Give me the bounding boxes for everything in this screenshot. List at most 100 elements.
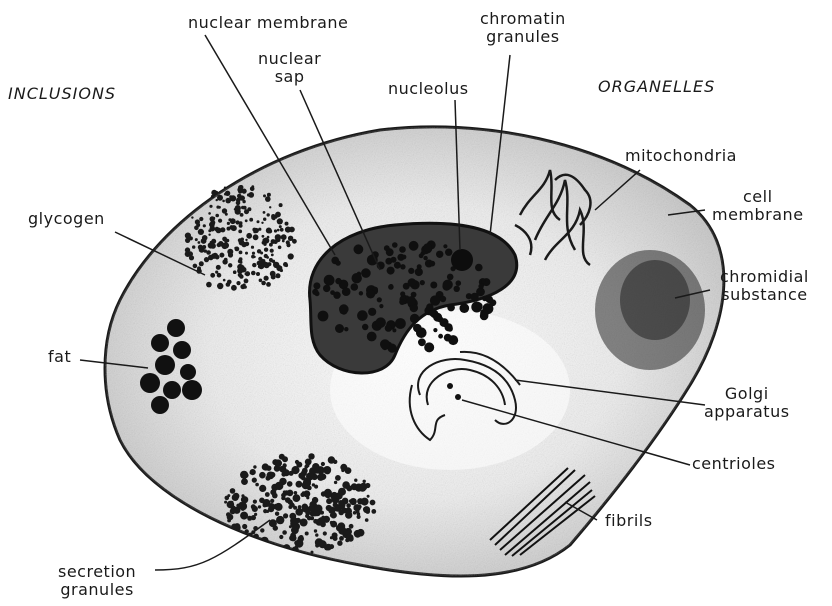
glycogen-granule bbox=[273, 239, 278, 244]
glycogen-granule bbox=[222, 208, 227, 213]
chromatin-granule bbox=[409, 241, 419, 251]
chromatin-granule bbox=[376, 317, 386, 327]
fat-droplet bbox=[140, 373, 160, 393]
glycogen-granule bbox=[262, 235, 265, 238]
glycogen-granule bbox=[280, 269, 283, 272]
glycogen-granule bbox=[195, 219, 200, 224]
glycogen-granule bbox=[212, 226, 215, 229]
chromatin-granule bbox=[447, 326, 453, 332]
glycogen-granule bbox=[282, 240, 285, 243]
glycogen-granule bbox=[185, 247, 190, 252]
secretion-granule bbox=[308, 460, 312, 464]
chromatin-granule bbox=[380, 339, 390, 349]
secretion-granule bbox=[303, 478, 311, 486]
chromatin-granule bbox=[361, 268, 371, 278]
chromatin-granule bbox=[395, 318, 406, 329]
chromatin-granule bbox=[475, 264, 483, 272]
glycogen-granule bbox=[278, 246, 282, 250]
glycogen-granule bbox=[263, 194, 266, 197]
glycogen-granule bbox=[195, 238, 198, 241]
secretion-granule bbox=[266, 476, 271, 481]
secretion-granule bbox=[336, 492, 343, 499]
secretion-granule bbox=[283, 513, 288, 518]
chromatin-granule bbox=[420, 280, 425, 285]
glycogen-granule bbox=[244, 279, 249, 284]
chromatin-granule bbox=[445, 249, 452, 256]
chromatin-granule bbox=[461, 305, 468, 312]
secretion-granule bbox=[240, 471, 248, 479]
secretion-granule bbox=[288, 505, 292, 509]
chromatin-granule bbox=[480, 312, 489, 321]
glycogen-granule bbox=[216, 206, 219, 209]
glycogen-granule bbox=[241, 242, 246, 247]
secretion-granule bbox=[273, 525, 278, 530]
chromatin-granule bbox=[423, 256, 427, 260]
secretion-granule bbox=[315, 543, 319, 547]
secretion-granule bbox=[253, 500, 257, 504]
secretion-granule bbox=[259, 485, 266, 492]
chromatin-granule bbox=[399, 246, 406, 253]
chromatin-granule bbox=[394, 262, 401, 269]
glycogen-granule bbox=[251, 271, 256, 276]
glycogen-granule bbox=[225, 198, 231, 204]
chromatin-granule bbox=[476, 303, 483, 310]
glycogen-granule bbox=[215, 191, 218, 194]
label-glycogen: glycogen bbox=[28, 210, 105, 228]
chromatin-granule bbox=[447, 304, 455, 312]
secretion-granule bbox=[294, 541, 299, 546]
secretion-granule bbox=[240, 512, 248, 520]
secretion-granule bbox=[255, 483, 259, 487]
glycogen-granule bbox=[219, 253, 224, 258]
secretion-granule bbox=[296, 518, 301, 523]
glycogen-granule bbox=[223, 242, 229, 248]
secretion-granule bbox=[305, 510, 311, 516]
chromatin-granule bbox=[444, 334, 452, 342]
chromatin-granule bbox=[342, 287, 351, 296]
glycogen-granule bbox=[199, 217, 203, 221]
secretion-granule bbox=[266, 510, 269, 513]
glycogen-granule bbox=[197, 266, 201, 270]
label-fibrils: fibrils bbox=[605, 512, 653, 530]
secretion-granule bbox=[321, 491, 326, 496]
glycogen-granule bbox=[283, 236, 286, 239]
secretion-granule bbox=[268, 503, 274, 509]
chromatin-granule bbox=[368, 308, 376, 316]
glycogen-granule bbox=[237, 282, 240, 285]
glycogen-granule bbox=[238, 230, 242, 234]
chromatin-granule bbox=[330, 290, 335, 295]
chromatin-granule bbox=[335, 324, 344, 333]
glycogen-granule bbox=[249, 218, 253, 222]
chromatin-granule bbox=[481, 279, 486, 284]
organelles-heading: ORGANELLES bbox=[598, 78, 715, 96]
secretion-granule bbox=[323, 531, 327, 535]
chromatin-granule bbox=[443, 244, 447, 248]
label-centrioles: centrioles bbox=[692, 455, 776, 473]
secretion-granule bbox=[296, 481, 303, 488]
glycogen-granule bbox=[242, 189, 247, 194]
centriole bbox=[447, 383, 453, 389]
glycogen-granule bbox=[271, 260, 274, 263]
glycogen-granule bbox=[266, 282, 271, 287]
secretion-granule bbox=[300, 519, 308, 527]
chromatin-granule bbox=[377, 297, 382, 302]
label-mitochondria: mitochondria bbox=[625, 147, 737, 165]
secretion-granule bbox=[338, 500, 344, 506]
glycogen-granule bbox=[193, 264, 198, 269]
glycogen-granule bbox=[240, 238, 244, 242]
secretion-granule bbox=[314, 529, 317, 532]
secretion-granule bbox=[316, 519, 323, 526]
chromatin-granule bbox=[430, 282, 437, 289]
glycogen-granule bbox=[215, 214, 219, 218]
glycogen-granule bbox=[270, 249, 274, 253]
glycogen-granule bbox=[265, 196, 271, 202]
secretion-granule bbox=[241, 494, 244, 497]
chromatin-granule bbox=[357, 310, 368, 321]
glycogen-granule bbox=[217, 283, 223, 289]
glycogen-granule bbox=[198, 241, 201, 244]
glycogen-granule bbox=[217, 195, 223, 201]
secretion-granule bbox=[315, 533, 318, 536]
fat-droplet bbox=[182, 380, 202, 400]
glycogen-granule bbox=[275, 212, 281, 218]
fat-droplet bbox=[151, 396, 169, 414]
secretion-granule bbox=[365, 509, 370, 514]
